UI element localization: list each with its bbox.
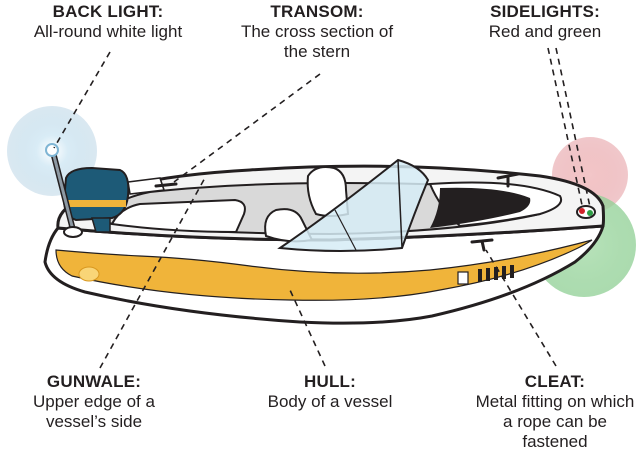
back-light-definition: All-round white light	[33, 22, 183, 42]
transom-deck	[127, 177, 166, 195]
sidelight-red	[579, 208, 585, 214]
hull-label: HULL: Body of a vessel	[240, 372, 420, 412]
cleat-term: CLEAT:	[524, 372, 586, 391]
hull-stripe-dot	[78, 266, 100, 282]
leader-sidelights-a	[547, 47, 583, 206]
rear-seat	[110, 198, 246, 234]
transom-term: TRANSOM:	[270, 2, 364, 21]
hull-stripe	[55, 239, 593, 301]
gunwale-term: GUNWALE:	[46, 372, 142, 391]
cleat-definition: Metal fitting on which a rope can be fas…	[475, 392, 635, 452]
leader-back-light	[53, 51, 111, 149]
back-light-bulb	[45, 143, 59, 157]
leader-gunwale	[99, 175, 207, 369]
hull-definition: Body of a vessel	[267, 392, 393, 412]
gunwale-definition: Upper edge of a vessel’s side	[33, 392, 155, 432]
sidelights-label: SIDELIGHTS: Red and green	[470, 2, 620, 42]
hull-term: HULL:	[304, 372, 356, 391]
windshield	[277, 158, 430, 252]
gunwale-label: GUNWALE: Upper edge of a vessel’s side	[14, 372, 174, 432]
motor-stripe	[66, 200, 126, 207]
hull-vents	[478, 265, 514, 282]
cleat-label: CLEAT: Metal fitting on which a rope can…	[470, 372, 640, 452]
back-light-base	[63, 226, 83, 238]
sidelights-term: SIDELIGHTS:	[490, 2, 600, 21]
transom-label: TRANSOM: The cross section of the stern	[232, 2, 402, 62]
windshield-frame	[397, 159, 403, 249]
cleat-bow	[496, 172, 520, 188]
hull-vent-white	[457, 271, 469, 285]
cleat-rear	[154, 182, 178, 188]
sidelights-definition: Red and green	[488, 22, 602, 42]
leader-sidelights-b	[555, 47, 591, 208]
bow-cockpit-dark	[430, 187, 531, 228]
leader-transom	[173, 73, 321, 183]
leader-cleat	[485, 249, 557, 367]
back-light-label: BACK LIGHT: All-round white light	[8, 2, 208, 42]
sidelight-green	[587, 210, 593, 216]
motor-shaft	[91, 217, 111, 233]
leader-hull	[289, 289, 326, 367]
windshield-frame-2	[334, 209, 357, 251]
back-light-term: BACK LIGHT:	[52, 2, 164, 21]
cleat-side	[470, 238, 494, 252]
back-light-pole-inner	[52, 154, 75, 232]
transom-definition: The cross section of the stern	[240, 22, 394, 62]
leader-lines	[53, 47, 591, 369]
outboard-motor	[62, 166, 130, 222]
